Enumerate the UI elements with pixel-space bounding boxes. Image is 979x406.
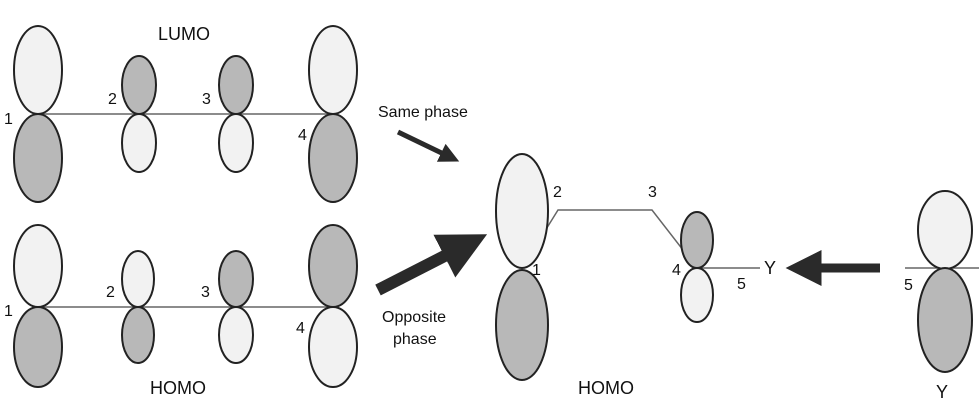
homo-atom1-lower-lobe [13, 306, 63, 388]
lumo-atom-number-3: 3 [202, 91, 211, 108]
opposite-phase-label-line2: phase [393, 331, 437, 348]
homo-orbital-set: HOMO 1 2 3 4 [4, 224, 358, 398]
homo-atom4-lower-lobe [308, 306, 358, 388]
y-lower-lobe [917, 267, 973, 373]
homo-product-orbital: 1 2 3 4 5 Y HOMO [495, 153, 776, 398]
homo-atom1-upper-lobe [13, 224, 63, 308]
y-label: Y [936, 382, 948, 402]
y-atom-number-5: 5 [904, 277, 913, 294]
same-phase-label: Same phase [378, 104, 468, 121]
homo-atom4-upper-lobe [308, 224, 358, 308]
product-atom-number-2: 2 [553, 184, 562, 201]
lumo-atom1-lower-lobe [13, 113, 63, 203]
product-atom1-lower-lobe [495, 269, 549, 381]
homo-atom2-upper-lobe [121, 250, 155, 308]
homo-atom2-lower-lobe [121, 306, 155, 364]
product-y-label: Y [764, 258, 776, 278]
y-orbital: 5 Y [904, 190, 979, 402]
homo-atom3-lower-lobe [218, 306, 254, 364]
product-atom-number-5: 5 [737, 276, 746, 293]
product-atom1-upper-lobe [495, 153, 549, 269]
lumo-atom1-upper-lobe [13, 25, 63, 115]
lumo-atom-number-1: 1 [4, 111, 13, 128]
lumo-atom4-upper-lobe [308, 25, 358, 115]
product-atom4-upper-lobe [680, 211, 714, 269]
homo-atom-number-4: 4 [296, 320, 305, 337]
lumo-atom3-lower-lobe [218, 113, 254, 173]
same-phase-arrow [396, 129, 460, 162]
opposite-phase-arrow [375, 234, 488, 296]
product-atom-number-4: 4 [672, 262, 681, 279]
product-atom-number-3: 3 [648, 184, 657, 201]
homo-atom-number-3: 3 [201, 284, 210, 301]
product-atom-number-1: 1 [532, 262, 541, 279]
opposite-phase-label-line1: Opposite [382, 309, 446, 326]
lumo-label: LUMO [158, 24, 210, 44]
homo-atom3-upper-lobe [218, 250, 254, 308]
y-upper-lobe [917, 190, 973, 270]
lumo-atom-number-2: 2 [108, 91, 117, 108]
homo-label: HOMO [150, 378, 206, 398]
homo-atom-number-2: 2 [106, 284, 115, 301]
product-bond-chain [521, 209, 760, 269]
phase-annotations: Same phase Opposite phase [375, 104, 488, 348]
lumo-atom2-upper-lobe [121, 55, 157, 115]
lumo-atom2-lower-lobe [121, 113, 157, 173]
lumo-atom-number-4: 4 [298, 127, 307, 144]
lumo-atom3-upper-lobe [218, 55, 254, 115]
product-atom4-lower-lobe [680, 267, 714, 323]
lumo-atom4-lower-lobe [308, 113, 358, 203]
homo-atom-number-1: 1 [4, 303, 13, 320]
lumo-orbital-set: LUMO 1 2 3 4 [4, 24, 358, 203]
product-homo-label: HOMO [578, 378, 634, 398]
